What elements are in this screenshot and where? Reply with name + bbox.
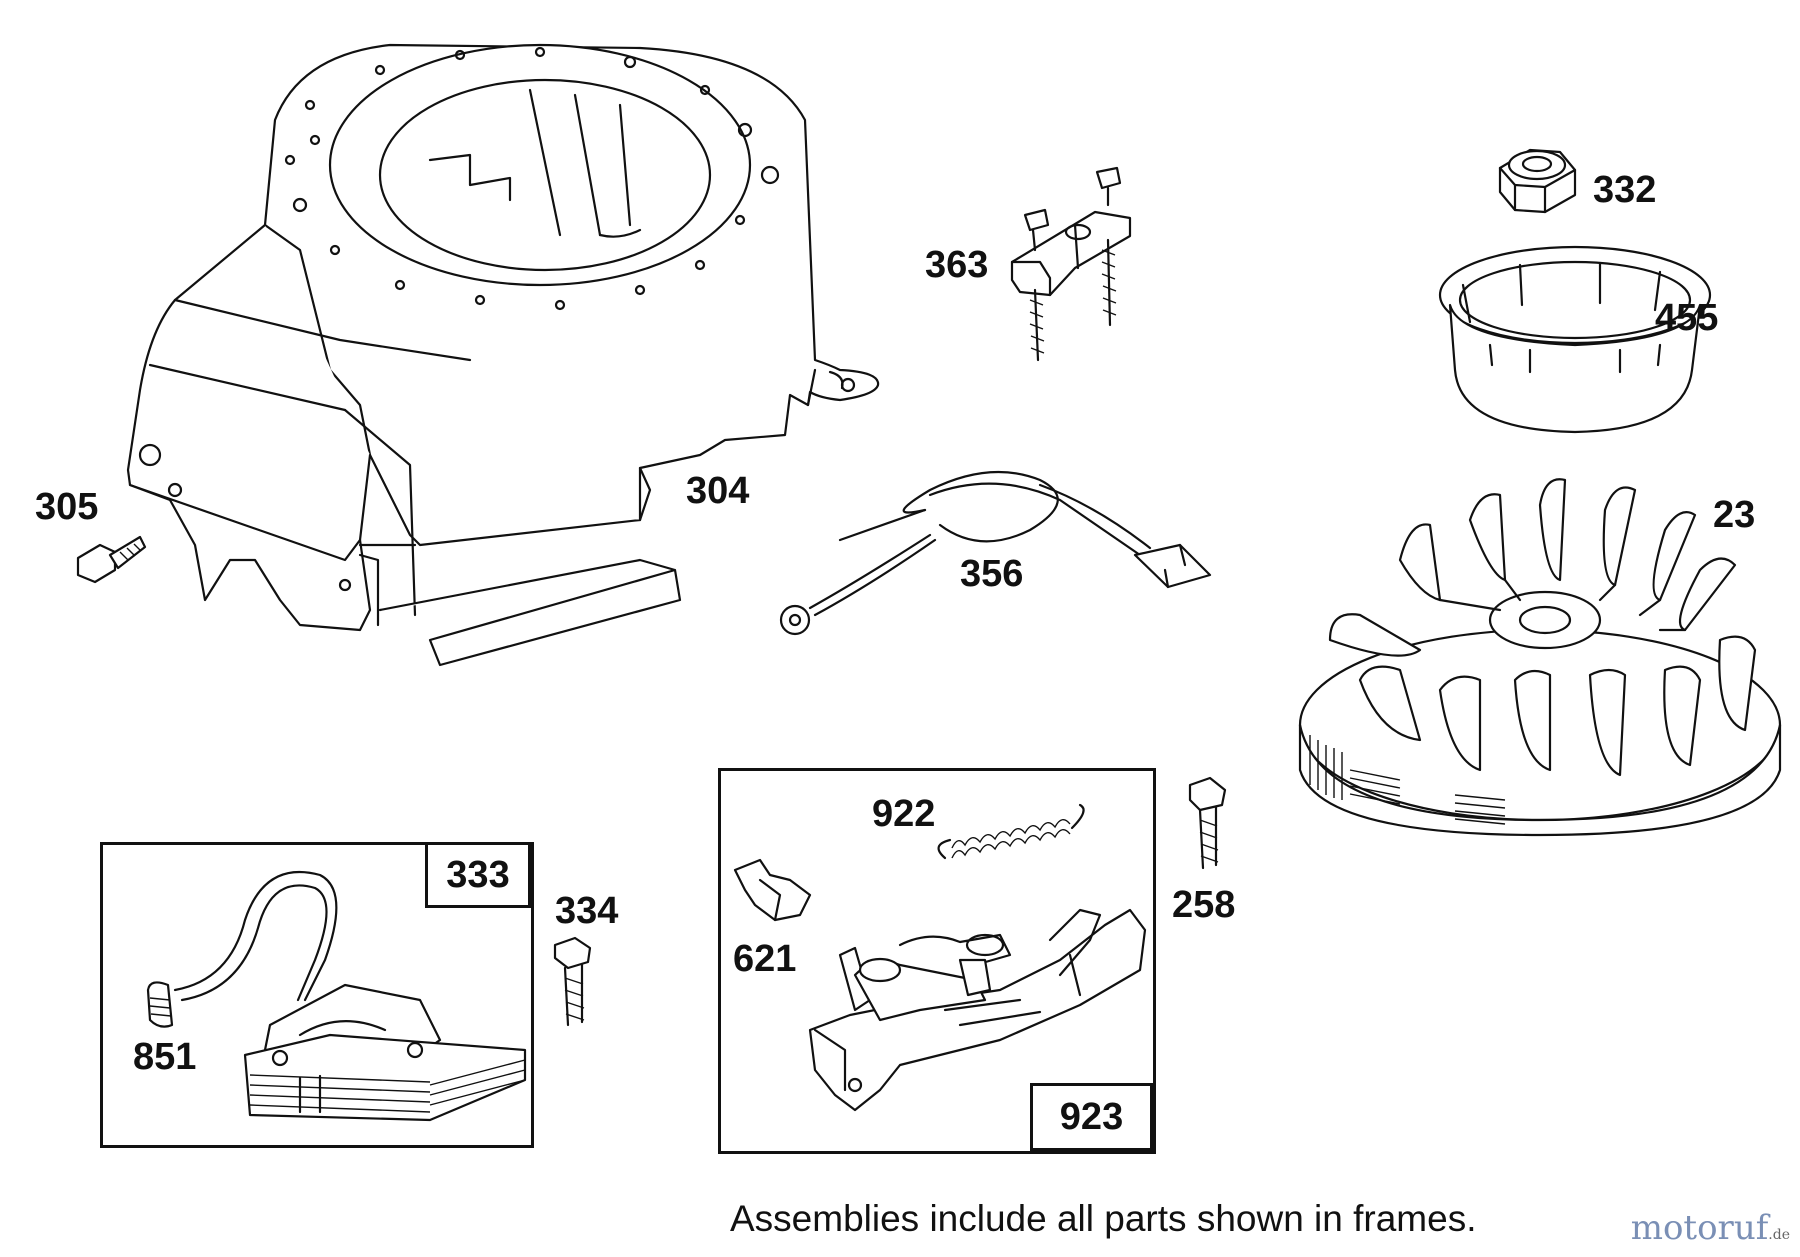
callout-851: 851 — [133, 1036, 197, 1078]
callout-922: 922 — [872, 793, 936, 835]
governor-assembly — [733, 803, 1147, 1112]
callout-621: 621 — [733, 938, 797, 980]
frame-tag-923: 923 — [1030, 1083, 1153, 1151]
callout-332: 332 — [1593, 169, 1657, 211]
blower-housing-304 — [126, 43, 880, 667]
bracket-363 — [1010, 166, 1132, 362]
callout-23: 23 — [1713, 494, 1756, 536]
frame-tag-333: 333 — [425, 842, 531, 908]
frame-ignition-coil — [100, 842, 534, 1148]
callout-304: 304 — [686, 470, 750, 512]
callout-305: 305 — [35, 486, 99, 528]
watermark: motoruf.de — [1631, 1208, 1790, 1248]
watermark-brand: motoruf — [1630, 1208, 1769, 1248]
bolt-305 — [76, 535, 147, 584]
callout-363: 363 — [925, 244, 989, 286]
bolt-258 — [1188, 776, 1227, 870]
screw-334 — [553, 936, 592, 1027]
assemblies-footnote: Assemblies include all parts shown in fr… — [730, 1198, 1477, 1239]
callout-334: 334 — [555, 890, 619, 932]
frame-governor — [718, 768, 1156, 1154]
callout-455: 455 — [1655, 297, 1719, 339]
callout-356: 356 — [960, 553, 1024, 595]
wire-356 — [779, 470, 1212, 636]
cup-455 — [1438, 245, 1712, 434]
ignition-coil-assembly — [146, 870, 527, 1122]
nut-332 — [1498, 148, 1577, 214]
flywheel-23 — [1298, 478, 1782, 837]
callout-258: 258 — [1172, 884, 1236, 926]
watermark-suffix: .de — [1768, 1227, 1790, 1243]
